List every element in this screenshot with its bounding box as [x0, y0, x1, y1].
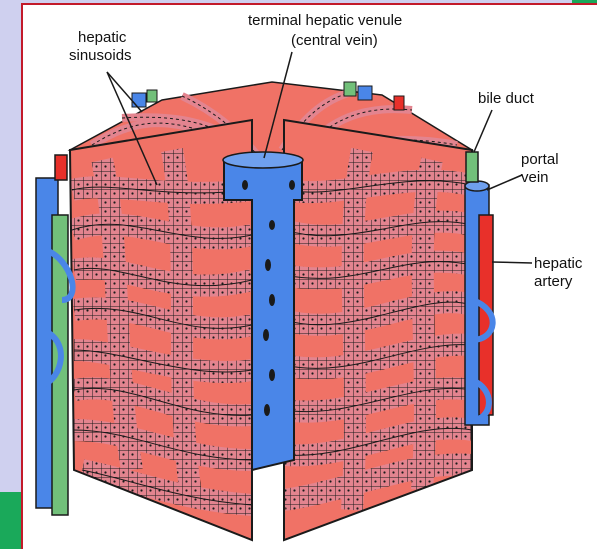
liver-lobule-diagram: hepatic sinusoids terminal hepatic venul…	[23, 5, 597, 549]
hepatic-sinusoids-label-line2: sinusoids	[69, 47, 132, 64]
terminal-hepatic-venule-label: terminal hepatic venule	[248, 12, 402, 29]
bile-duct-label: bile duct	[478, 90, 535, 107]
hepatic-artery-label-line1: hepatic	[534, 255, 583, 272]
hepatic-sinusoids-label-line1: hepatic	[78, 29, 127, 46]
corner-accent-bottom-left	[0, 492, 22, 549]
diagram-frame: hepatic sinusoids terminal hepatic venul…	[21, 3, 597, 549]
central-vein-label: (central vein)	[291, 32, 378, 49]
right-portal-triad	[465, 152, 493, 425]
portal-vein-label-line2: vein	[521, 169, 549, 186]
hepatic-artery-label-line2: artery	[534, 273, 573, 290]
portal-vein-label-line1: portal	[521, 151, 559, 168]
lobule-right-face	[284, 120, 472, 540]
left-portal-triad	[36, 155, 73, 515]
